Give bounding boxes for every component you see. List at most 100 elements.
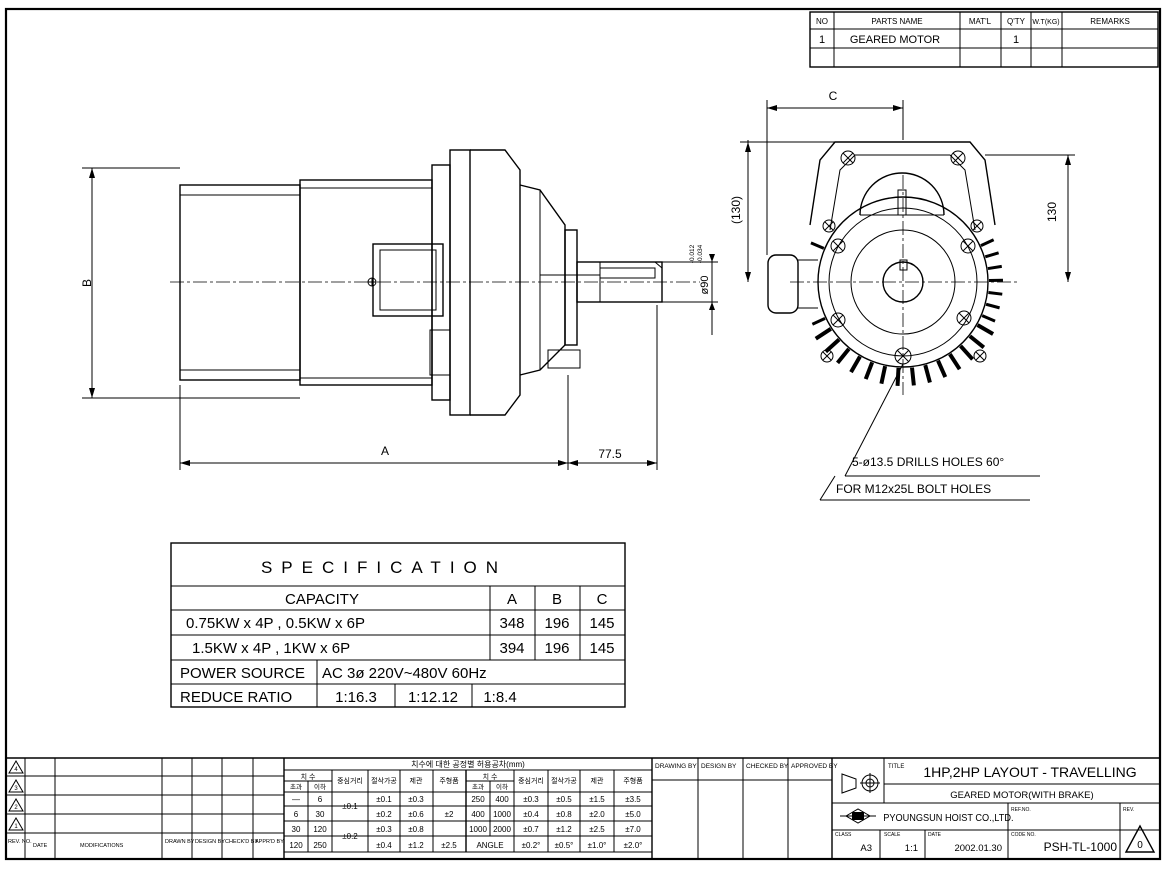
tol-head-fabrication-right: 제관 — [591, 776, 604, 785]
dim-tol-upper: -0.012 — [689, 244, 696, 263]
cooling-fin — [950, 354, 960, 369]
svg-text:2: 2 — [14, 805, 18, 811]
cooling-fin — [925, 365, 930, 382]
rev-label: REV. — [1123, 807, 1134, 813]
cooling-fin — [898, 368, 899, 386]
tol-sub-over-right: 초과 — [472, 782, 484, 791]
tolerance-cell: ±5.0 — [625, 810, 641, 819]
signature-block: DRAWING BY DESIGN BY CHECKED BY APPROVED… — [652, 758, 838, 859]
tolerance-cell: ANGLE — [476, 841, 503, 850]
parts-header-name: PARTS NAME — [871, 17, 922, 26]
cooling-fin — [982, 316, 995, 321]
revision-block: 4 3 2 1 REV. NO. DATE MODIFICATIONS DRAW… — [6, 758, 284, 859]
tolerance-cell: ±2.5 — [589, 825, 605, 834]
title-block: 4 3 2 1 REV. NO. DATE MODIFICATIONS DRAW… — [6, 758, 1160, 859]
tol-casting-a: ±2 — [445, 810, 454, 819]
spec-row1-a: 348 — [499, 615, 524, 632]
tol-sub-over: 초과 — [290, 782, 302, 791]
dim-a-label: A — [381, 444, 389, 458]
cooling-fin — [981, 240, 994, 246]
spec-title: SPECIFICATION — [261, 558, 507, 577]
parts-row-name: GEARED MOTOR — [850, 34, 940, 46]
spec-col-b: B — [552, 591, 562, 608]
dim-height-reference: (130) — [729, 196, 743, 224]
cooling-fin — [811, 243, 824, 248]
tolerance-cell: ±1.2 — [556, 825, 572, 834]
tol-sub-under: 이하 — [314, 782, 326, 791]
cooling-fin — [812, 318, 825, 324]
tol-head-size: 치 수 — [301, 772, 316, 781]
rev-header-approved: APPR'D BY — [255, 839, 284, 845]
date-label: DATE — [928, 832, 942, 838]
code-label: CODE NO. — [1011, 832, 1036, 838]
tol-head-cutting-right: 절삭가공 — [551, 776, 577, 785]
note-bolt-holes: FOR M12x25L BOLT HOLES — [836, 482, 991, 496]
tolerance-cell: ±2.0° — [624, 841, 643, 850]
parts-row-qty: 1 — [1013, 34, 1019, 46]
cooling-fin — [881, 366, 885, 384]
dim-height-130: 130 — [1045, 202, 1059, 222]
dim-tol-lower: -0.034 — [697, 244, 704, 263]
tolerance-cell: ±1.2 — [408, 841, 424, 850]
parts-header-weight: W.T(KG) — [1032, 19, 1059, 26]
tolerance-cell: 30 — [316, 810, 325, 819]
dim-shaft-length: 77.5 — [598, 447, 622, 461]
tolerance-cell: ±3.5 — [625, 795, 641, 804]
motor-side-view — [170, 150, 700, 415]
cooling-fin — [838, 349, 849, 363]
tolerance-cell: ±0.2° — [522, 841, 541, 850]
tolerance-cell: — — [292, 795, 300, 804]
cooling-fin — [988, 266, 1002, 268]
tolerance-cell: 1000 — [493, 810, 511, 819]
spec-ratio-1: 1:16.3 — [335, 689, 377, 706]
cooling-fin — [826, 340, 839, 352]
parts-header-no: NO — [816, 17, 828, 26]
cooling-fin — [866, 362, 872, 379]
spec-row1-b: 196 — [544, 615, 569, 632]
rev-value: 0 — [1137, 840, 1143, 851]
spec-power-label: POWER SOURCE — [180, 665, 305, 682]
tolerance-cell: ±0.4 — [376, 841, 392, 850]
tolerance-cell: 30 — [292, 825, 301, 834]
tolerance-title: 치수에 대한 공정별 허용공차(mm) — [411, 759, 525, 769]
spec-row2-a: 394 — [499, 640, 524, 657]
spec-power-value: AC 3ø 220V~480V 60Hz — [322, 665, 487, 682]
sheet-border — [6, 9, 1160, 859]
spec-row2-b: 196 — [544, 640, 569, 657]
svg-text:3: 3 — [14, 786, 18, 792]
drawing-subtitle: GEARED MOTOR(WITH BRAKE) — [950, 790, 1093, 801]
cooling-fin — [985, 253, 998, 257]
tol-head-size-right: 치 수 — [483, 772, 498, 781]
svg-text:4: 4 — [14, 767, 18, 773]
ref-no-label: REF.NO. — [1011, 807, 1031, 813]
tolerance-cell: ±0.5° — [555, 841, 574, 850]
cooling-fin — [961, 346, 973, 359]
cooling-fin — [988, 292, 1002, 294]
scale-value: 1:1 — [905, 843, 918, 854]
tol-head-casting-right: 주형품 — [623, 777, 643, 785]
tolerance-cell: ±1.5 — [589, 795, 605, 804]
rev-header-design: DESIGN BY — [195, 839, 225, 845]
tolerance-cell: ±7.0 — [625, 825, 641, 834]
title-area: TITLE 1HP,2HP LAYOUT - TRAVELLING GEARED… — [832, 758, 1160, 859]
cooling-fin — [851, 356, 860, 372]
note-drill-holes: 5-ø13.5 DRILLS HOLES 60° — [852, 455, 1004, 469]
sign-drawing-by: DRAWING BY — [655, 763, 697, 770]
svg-text:1: 1 — [14, 824, 18, 830]
tolerance-cell: 120 — [289, 841, 303, 850]
company-logo-icon — [840, 809, 876, 823]
date-value: 2002.01.30 — [954, 843, 1002, 854]
tolerance-cell: ±0.6 — [408, 810, 424, 819]
rev-header-date: DATE — [33, 843, 48, 849]
company-name: PYOUNGSUN HOIST CO.,LTD. — [883, 813, 1013, 824]
side-view-dimensions: B A 77.5 ø90 -0.012 -0.034 — [80, 168, 718, 470]
tol-center-large: ±0.2 — [342, 832, 358, 841]
spec-row1-capacity: 0.75KW x 4P , 0.5KW x 6P — [186, 615, 365, 632]
sign-checked-by: CHECKED BY — [746, 763, 789, 770]
tolerance-cell: 400 — [471, 810, 485, 819]
spec-ratio-2: 1:12.12 — [408, 689, 458, 706]
spec-row2-capacity: 1.5KW x 4P , 1KW x 6P — [192, 640, 350, 657]
tolerance-cell: ±0.5 — [556, 795, 572, 804]
